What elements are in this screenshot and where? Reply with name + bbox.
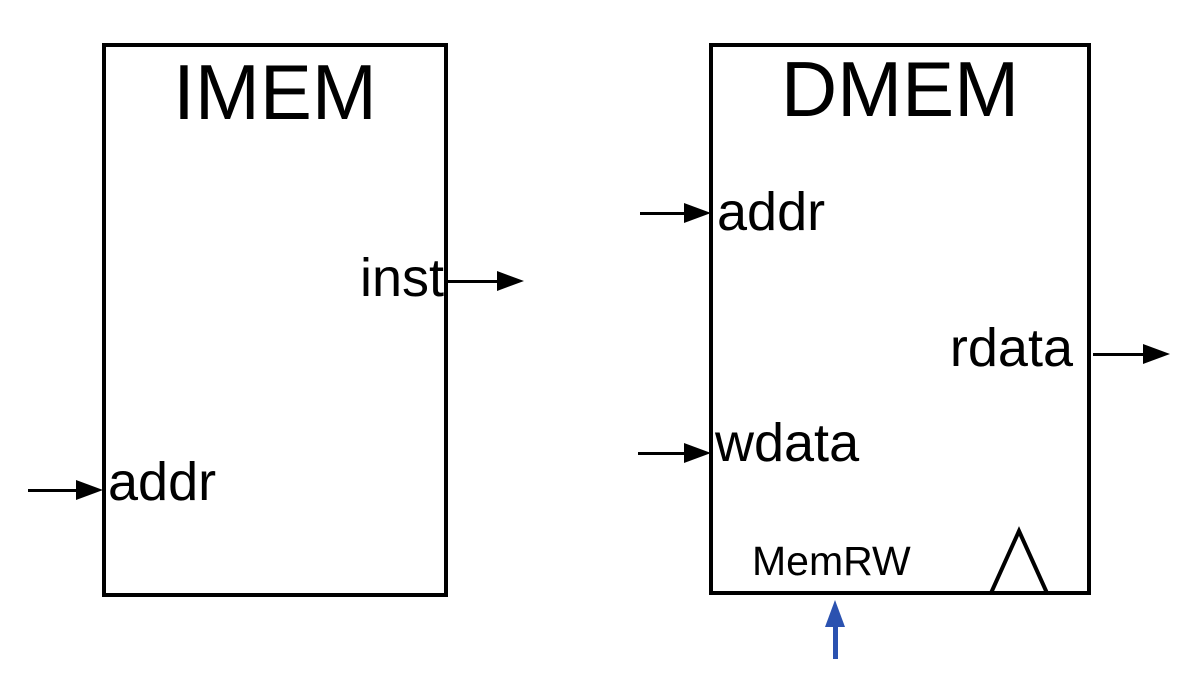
dmem-port-addr-label: addr xyxy=(717,182,826,242)
dmem-port-wdata-label: wdata xyxy=(715,413,860,473)
arrowhead-up-icon xyxy=(825,600,845,627)
dmem-addr-input-arrow xyxy=(640,202,711,224)
arrow-shaft xyxy=(832,627,838,659)
arrow-shaft xyxy=(1093,352,1143,356)
arrow-shaft xyxy=(448,279,497,283)
imem-inst-output-arrow xyxy=(448,270,524,292)
arrowhead-right-icon xyxy=(76,480,103,500)
dmem-block: DMEM addr wdata rdata MemRW xyxy=(709,43,1091,595)
imem-title: IMEM xyxy=(173,48,377,136)
arrowhead-right-icon xyxy=(684,203,711,223)
imem-port-addr-label: addr xyxy=(108,452,217,512)
arrowhead-right-icon xyxy=(684,443,711,463)
dmem-port-memrw-label: MemRW xyxy=(752,538,911,584)
arrowhead-right-icon xyxy=(1143,344,1170,364)
dmem-port-rdata-label: rdata xyxy=(949,318,1073,378)
arrow-shaft xyxy=(638,451,684,455)
dmem-wdata-input-arrow xyxy=(638,442,711,464)
dmem-memrw-control-arrow xyxy=(825,600,845,659)
dmem-title: DMEM xyxy=(780,45,1020,133)
dmem-rdata-output-arrow xyxy=(1093,343,1170,365)
arrow-shaft xyxy=(28,488,76,492)
imem-port-inst-label: inst xyxy=(359,248,444,308)
imem-block: IMEM addr inst xyxy=(102,43,448,597)
arrowhead-right-icon xyxy=(497,271,524,291)
arrow-shaft xyxy=(640,211,684,215)
imem-addr-input-arrow xyxy=(28,479,103,501)
clock-edge-triangle-icon xyxy=(987,526,1051,595)
